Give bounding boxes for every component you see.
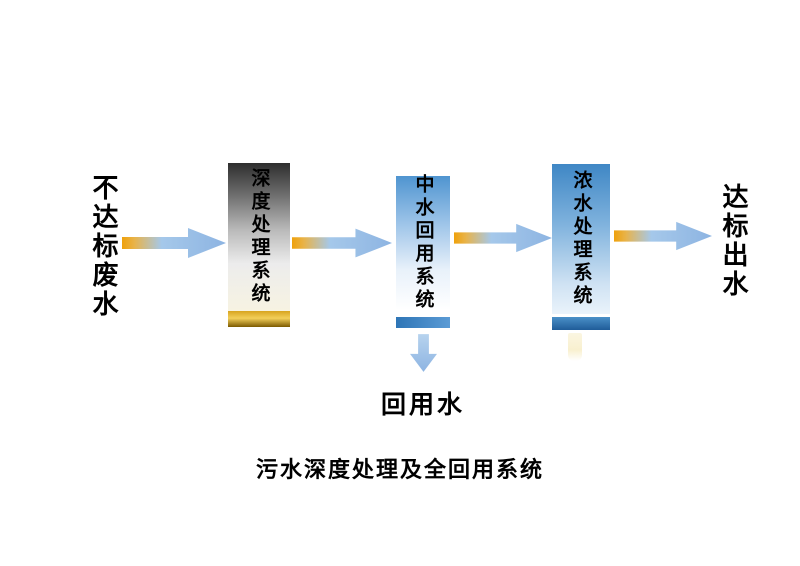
box-deep-treatment-system: 深度处理系统 xyxy=(228,163,290,327)
output-water-label: 达标出水 xyxy=(719,183,749,299)
box-water-reuse-system: 中水回用系统 xyxy=(396,174,450,328)
input-water-label: 不达标废水 xyxy=(89,174,119,319)
down-arrow-icon xyxy=(410,334,437,372)
reuse-water-label: 回用水 xyxy=(380,391,465,419)
flow-arrow-3 xyxy=(454,223,552,258)
box-gradient-panel: 浓水处理系统 xyxy=(552,164,610,314)
right-arrow-icon xyxy=(122,228,226,258)
right-arrow-icon xyxy=(614,221,712,251)
flow-arrow-2 xyxy=(292,228,392,263)
flow-arrow-1 xyxy=(122,228,226,263)
box-bottom-bar-blue xyxy=(552,317,610,330)
box-label: 深度处理系统 xyxy=(248,168,270,306)
box-concentrate-treatment-system: 浓水处理系统 xyxy=(552,164,610,330)
reuse-down-arrow xyxy=(410,333,437,378)
box-gradient-panel: 中水回用系统 xyxy=(396,174,450,312)
right-arrow-icon xyxy=(454,223,552,253)
box-label: 浓水处理系统 xyxy=(570,170,592,308)
diagram-caption: 污水深度处理及全回用系统 xyxy=(255,457,544,482)
faint-yellow-mark xyxy=(568,333,582,361)
flow-arrow-4 xyxy=(614,221,712,256)
box-label: 中水回用系统 xyxy=(412,174,434,312)
box-gradient-panel: 深度处理系统 xyxy=(228,163,290,311)
box-bottom-bar-blue xyxy=(396,317,450,328)
box-bottom-bar-gold xyxy=(228,311,290,327)
right-arrow-icon xyxy=(292,228,392,258)
